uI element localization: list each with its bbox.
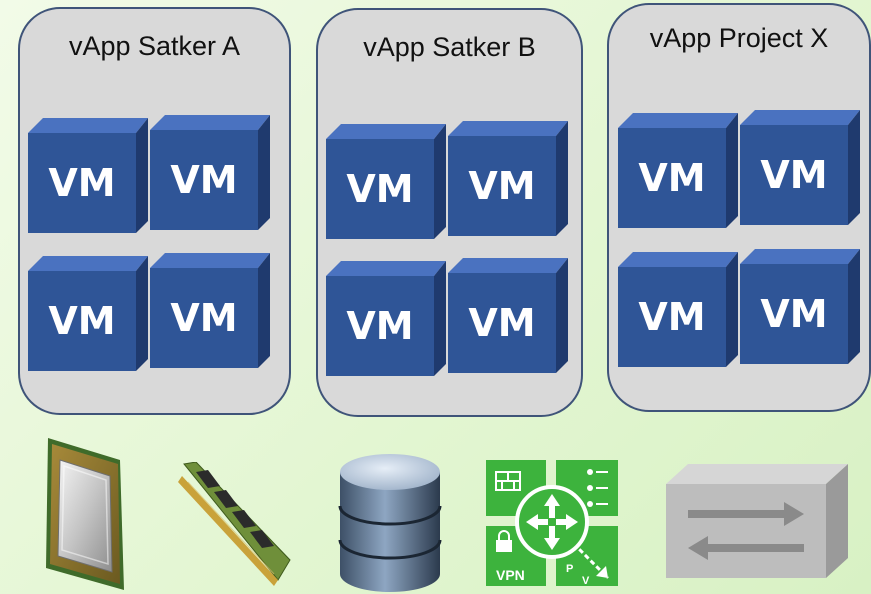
- vm-box[interactable]: VM: [28, 118, 148, 233]
- vm-label: VM: [760, 153, 828, 197]
- vm-label: VM: [468, 164, 536, 208]
- vm-box[interactable]: VM: [448, 258, 568, 373]
- vm-label: VM: [346, 304, 414, 348]
- vm-box[interactable]: VM: [326, 261, 446, 376]
- database-icon: [338, 450, 442, 594]
- vm-box[interactable]: VM: [28, 256, 148, 371]
- vm-label: VM: [468, 301, 536, 345]
- vm-label: VM: [48, 161, 116, 205]
- vm-box[interactable]: VM: [150, 253, 270, 368]
- vm-box[interactable]: VM: [740, 110, 860, 225]
- svg-text:V: V: [582, 575, 590, 587]
- vm-label: VM: [48, 299, 116, 343]
- vm-label: VM: [638, 156, 706, 200]
- cpu-icon: [38, 436, 128, 594]
- vm-box[interactable]: VM: [326, 124, 446, 239]
- memory-icon: [178, 462, 294, 586]
- vm-box[interactable]: VM: [150, 115, 270, 230]
- vapp-title: vApp Satker B: [363, 32, 536, 62]
- vpn-label: VPN: [496, 567, 525, 583]
- vm-box[interactable]: VM: [618, 113, 738, 228]
- vm-box[interactable]: VM: [618, 252, 738, 367]
- vapp-title: vApp Satker A: [68, 31, 241, 61]
- network-services-icon: VPN P V: [484, 460, 620, 588]
- vm-label: VM: [760, 292, 828, 336]
- vm-box[interactable]: VM: [740, 249, 860, 364]
- vm-label: VM: [170, 158, 238, 202]
- svg-text:P: P: [566, 563, 573, 575]
- vm-box[interactable]: VM: [448, 121, 568, 236]
- switch-icon: [666, 462, 848, 580]
- vm-label: VM: [638, 295, 706, 339]
- vapp-title: vApp Project X: [649, 23, 829, 53]
- vm-label: VM: [346, 167, 414, 211]
- vm-label: VM: [170, 296, 238, 340]
